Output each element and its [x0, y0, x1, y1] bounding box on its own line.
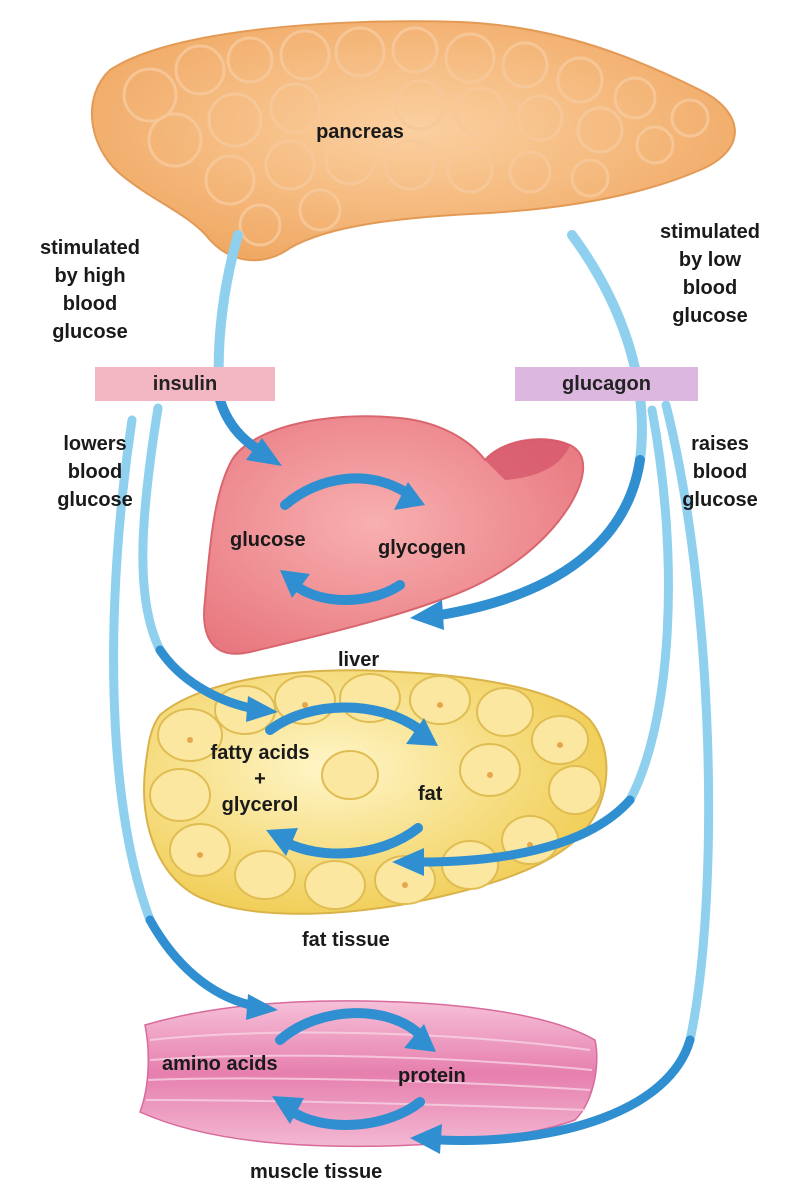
stimulated-high-label: stimulated by high blood glucose — [39, 237, 141, 343]
glucagon-to-fat-arrow — [392, 405, 673, 876]
fat-acids-to-fat-arrow — [265, 702, 438, 746]
insulin-to-fat-arrow — [138, 403, 278, 722]
muscle-amino-to-protein-arrow — [275, 1008, 436, 1052]
stimulated-low-label: stimulated by low blood glucose — [659, 221, 761, 327]
liver-organ — [203, 415, 585, 655]
fat-tissue-organ — [143, 669, 608, 915]
liver-label: liver — [338, 649, 380, 671]
liver-glycogen-to-glucose-arrow — [280, 570, 405, 605]
protein-label: protein — [398, 1065, 466, 1087]
muscle-protein-to-amino-arrow — [272, 1096, 425, 1130]
fat-tissue-label: fat tissue — [302, 929, 390, 951]
fat-label: fat — [418, 783, 443, 805]
liver-glucose-label: glucose — [230, 529, 306, 551]
muscle-tissue-label: muscle tissue — [250, 1161, 383, 1183]
liver-glucose-to-glycogen-arrow — [280, 473, 425, 510]
pancreas-label: pancreas — [316, 121, 404, 143]
glucagon-to-liver-arrow — [410, 230, 647, 630]
insulin-to-muscle-arrow — [109, 415, 278, 1020]
pancreas-organ — [90, 20, 736, 262]
liver-glycogen-label: glycogen — [378, 537, 466, 559]
glucagon-tag: glucagon — [515, 367, 698, 401]
insulin-tag: insulin — [95, 367, 275, 401]
lowers-glucose-label: lowers blood glucose — [57, 433, 133, 511]
fat-to-fatty-acids-arrow — [266, 823, 423, 859]
glucagon-to-muscle-arrow — [410, 400, 714, 1154]
fatty-acids-glycerol-label: fatty acids + glycerol — [210, 742, 310, 816]
raises-glucose-label: raises blood glucose — [682, 433, 758, 511]
amino-acids-label: amino acids — [162, 1053, 278, 1075]
muscle-tissue-organ — [139, 1000, 598, 1148]
